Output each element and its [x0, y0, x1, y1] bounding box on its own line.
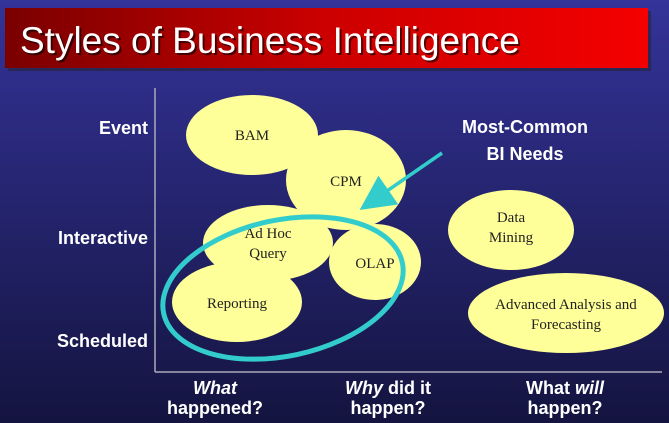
- callout-arrow: [359, 151, 443, 210]
- common-needs-ring: [160, 214, 406, 362]
- title-bar: [5, 8, 648, 68]
- bubble-advanced-analysis: Advanced Analysis and Forecasting: [468, 273, 664, 353]
- y-label-interactive: Interactive: [58, 228, 148, 248]
- svg-text:BAM: BAM: [235, 128, 269, 144]
- svg-text:Ad Hoc: Ad Hoc: [244, 226, 291, 242]
- y-label-event: Event: [99, 118, 148, 138]
- svg-text:Advanced Analysis and: Advanced Analysis and: [495, 297, 637, 313]
- x-label-why-line2: happen?: [351, 398, 426, 418]
- svg-text:Forecasting: Forecasting: [531, 317, 601, 333]
- x-label-will-line2: happen?: [528, 398, 603, 418]
- y-label-scheduled: Scheduled: [57, 331, 148, 351]
- x-label-what-line2: happened?: [167, 398, 263, 418]
- bubble-bam: BAM: [186, 95, 318, 175]
- bubble-data-mining: Data Mining: [448, 190, 574, 270]
- svg-text:Mining: Mining: [489, 230, 534, 246]
- svg-text:Data: Data: [497, 210, 526, 226]
- bubble-adhoc-query: Ad Hoc Query: [203, 205, 333, 281]
- page-title: Styles of Business Intelligence: [20, 20, 520, 61]
- callout-line1: Most-Common: [462, 117, 588, 137]
- svg-text:CPM: CPM: [330, 174, 362, 190]
- bubble-reporting: Reporting: [172, 262, 302, 342]
- svg-text:Query: Query: [249, 246, 287, 262]
- svg-text:Reporting: Reporting: [207, 296, 267, 312]
- x-label-why-line1: Why did it: [345, 378, 431, 398]
- x-label-will-line1: What will: [526, 378, 605, 398]
- x-label-what-line1: What: [193, 378, 238, 398]
- bubble-olap: OLAP: [329, 224, 421, 300]
- callout-line2: BI Needs: [486, 144, 563, 164]
- svg-text:OLAP: OLAP: [355, 256, 394, 272]
